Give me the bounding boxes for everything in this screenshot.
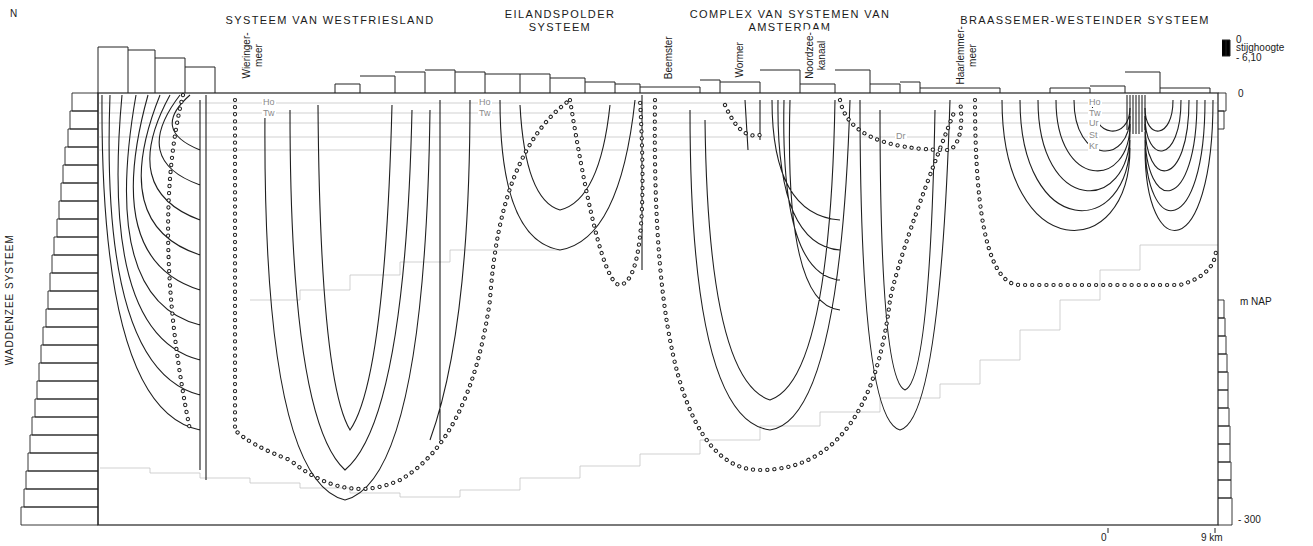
system-name: COMPLEX VAN SYSTEMEN VAN AMSTERDAM — [685, 8, 895, 33]
waddenzee-column — [21, 93, 98, 525]
flow-lines — [102, 95, 1213, 500]
scale-value: 9 km — [1201, 532, 1223, 544]
dense-discharge — [1127, 95, 1145, 134]
layer-code: Ho — [1088, 97, 1102, 107]
place-name: Wieringer-meer — [241, 29, 264, 83]
system-name: WADDENZEE SYSTEEM — [4, 234, 16, 365]
depth-value: - 300 — [1238, 514, 1261, 526]
system-boundaries — [168, 95, 1216, 489]
depth-column — [1218, 93, 1232, 525]
scale-bar — [1108, 528, 1215, 533]
layer-code: Tw — [478, 108, 492, 118]
layer-code: Tw — [262, 108, 276, 118]
layer-code: Dr — [895, 131, 907, 141]
place-name: Noordzee-kanaal — [804, 30, 827, 82]
layer-code: Kr — [1088, 141, 1099, 151]
layer-code: Tw — [1088, 108, 1102, 118]
depth-value: 0 — [1238, 88, 1244, 100]
layer-code: St — [1088, 130, 1099, 140]
head-bars — [98, 47, 1210, 93]
layer-code: Ho — [478, 97, 492, 107]
north-mark: N — [10, 8, 17, 20]
place-name: Wormer — [734, 41, 746, 78]
system-name: EILANDSPOLDER SYSTEEM — [495, 8, 625, 33]
place-name: Haarlemmer-meer — [955, 26, 978, 86]
scale-value: 0 — [1101, 532, 1107, 544]
layer-code: Ho — [262, 97, 276, 107]
scale-tick — [1222, 40, 1230, 56]
depth-unit: m NAP — [1240, 296, 1272, 308]
system-name: SYSTEEM VAN WESTFRIESLAND — [170, 14, 490, 27]
layer-code: Ur — [1088, 118, 1100, 128]
layer-lines — [98, 103, 1218, 497]
scale-value: - 6,10 — [1236, 52, 1262, 64]
scale-title: stijghoogte — [1236, 42, 1284, 54]
place-name: Beemster — [663, 35, 675, 80]
section-frame — [98, 93, 1218, 525]
